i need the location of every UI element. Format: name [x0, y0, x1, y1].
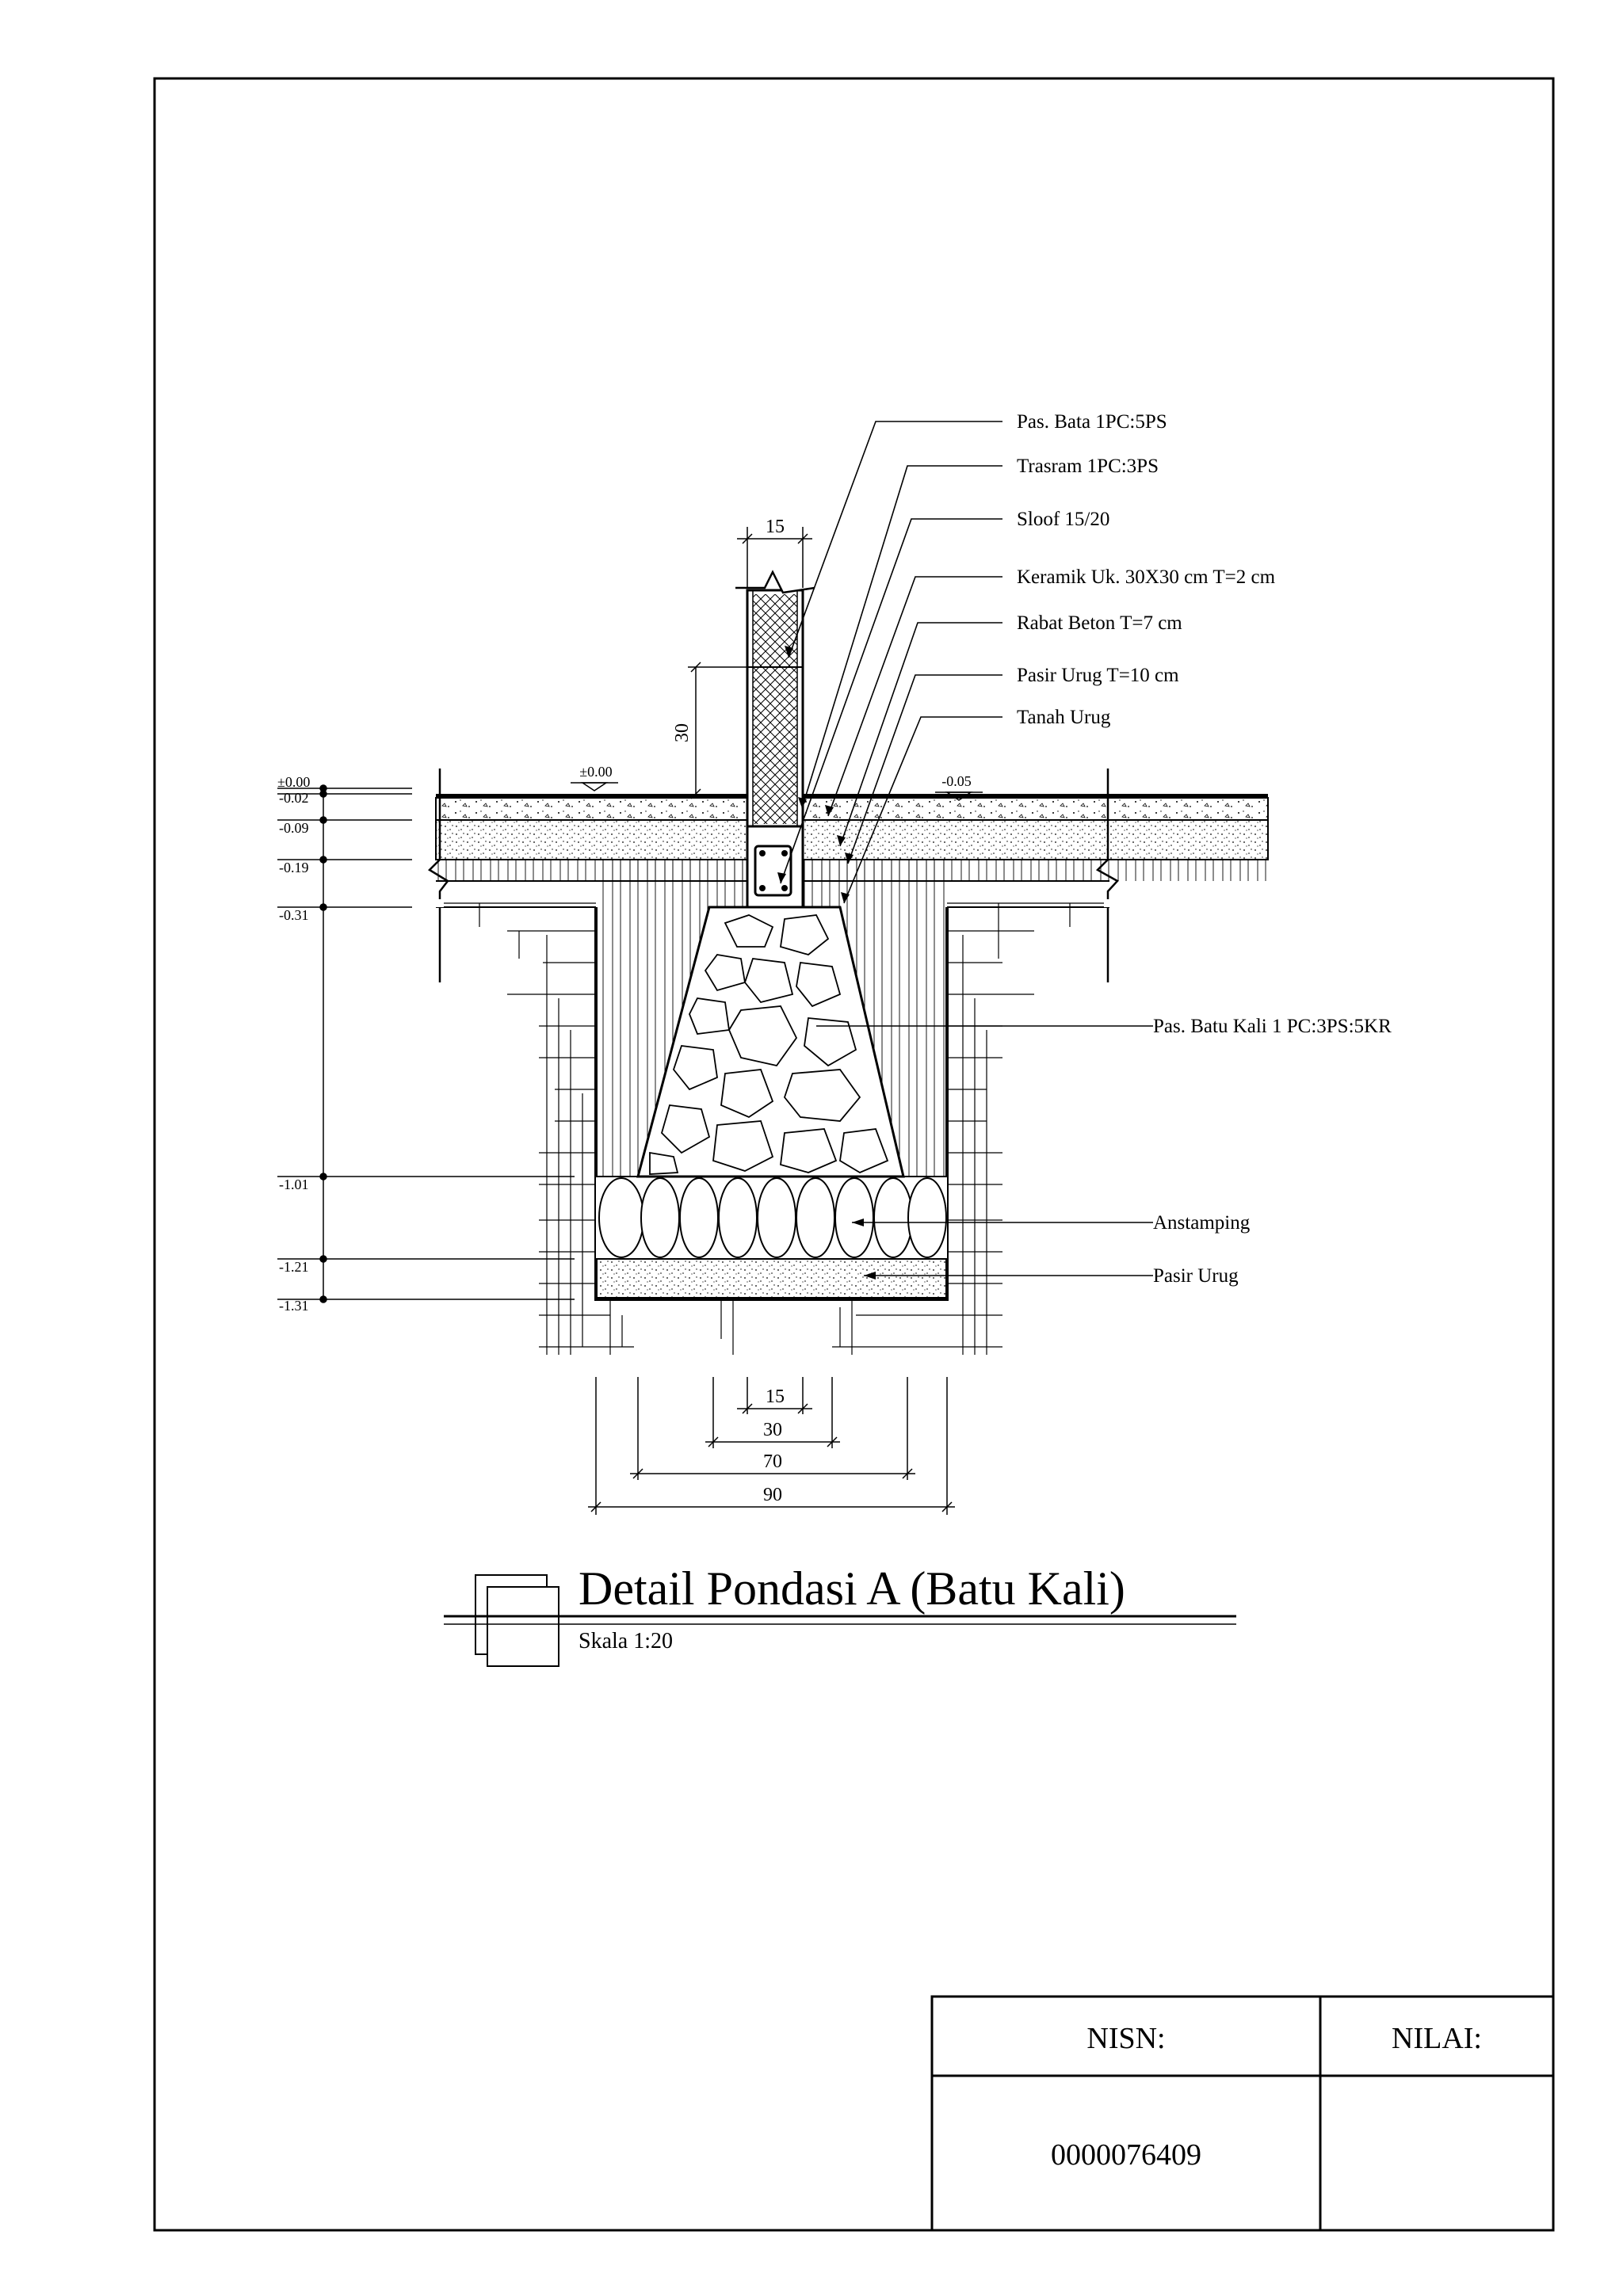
- title-block: [930, 1995, 1555, 2232]
- anstamping-stones: [596, 1176, 947, 1260]
- dim-30-text: 30: [763, 1420, 782, 1440]
- nilai-label: NILAI:: [1392, 2022, 1482, 2055]
- wall-height-text: 30: [672, 723, 693, 742]
- sloof-beam: [746, 825, 804, 909]
- label-pasir-urug-top: Pasir Urug T=10 cm: [1017, 665, 1179, 686]
- natural-soil-right: [832, 902, 1106, 1355]
- level-101: -1.01: [279, 1177, 309, 1192]
- label-anstamping: Anstamping: [1153, 1212, 1251, 1234]
- drawing-scale: Skala 1:20: [579, 1629, 673, 1653]
- label-pas-bata: Pas. Bata 1PC:5PS: [1017, 411, 1167, 433]
- bottom-dimensions: [588, 1377, 955, 1515]
- level-131: -1.31: [279, 1298, 309, 1314]
- floor-level-left-text: ±0.00: [579, 764, 612, 780]
- brick-wall: [735, 570, 815, 828]
- label-batu-kali: Pas. Batu Kali 1 PC:3PS:5KR: [1153, 1016, 1392, 1037]
- level-002: -0.02: [279, 790, 309, 806]
- label-keramik: Keramik Uk. 30X30 cm T=2 cm: [1017, 566, 1276, 588]
- keramik-layer: [436, 794, 1268, 798]
- level-scale: [277, 784, 575, 1303]
- nisn-value: 0000076409: [1051, 2138, 1201, 2172]
- level-019: -0.19: [279, 860, 309, 875]
- wall-height-dimension: [688, 662, 747, 799]
- level-121: -1.21: [279, 1259, 309, 1275]
- label-rabat-beton: Rabat Beton T=7 cm: [1017, 612, 1182, 634]
- dim-90-text: 90: [763, 1485, 782, 1505]
- label-pasir-urug-bottom: Pasir Urug: [1153, 1265, 1239, 1287]
- leader-arrowheads: [777, 646, 876, 1280]
- pasir-urug-bottom-layer: [595, 1258, 948, 1299]
- wall-width-text: 15: [766, 517, 785, 537]
- dim-15-text: 15: [766, 1386, 785, 1407]
- batu-kali-foundation: [636, 906, 905, 1178]
- title-symbol: [444, 1574, 1236, 1667]
- label-tanah-urug: Tanah Urug: [1017, 707, 1111, 728]
- floor-level-marker-right: [935, 791, 983, 801]
- rabat-beton-layer: [435, 797, 1269, 821]
- nisn-label: NISN:: [1086, 2022, 1165, 2055]
- wall-width-dimension: [737, 527, 812, 588]
- dim-70-text: 70: [763, 1451, 782, 1472]
- leader-lines: [780, 421, 1153, 1276]
- level-009: -0.09: [279, 820, 309, 836]
- excavation-outline: [594, 907, 949, 1301]
- level-000: ±0.00: [277, 774, 310, 790]
- floor-level-right-text: -0.05: [941, 773, 972, 789]
- label-sloof: Sloof 15/20: [1017, 509, 1109, 530]
- floor-level-marker-left: [571, 782, 618, 791]
- level-031: -0.31: [279, 907, 309, 923]
- drawing-title: Detail Pondasi A (Batu Kali): [579, 1562, 1125, 1615]
- label-trasram: Trasram 1PC:3PS: [1017, 456, 1159, 477]
- sheet-border: [153, 77, 1555, 2232]
